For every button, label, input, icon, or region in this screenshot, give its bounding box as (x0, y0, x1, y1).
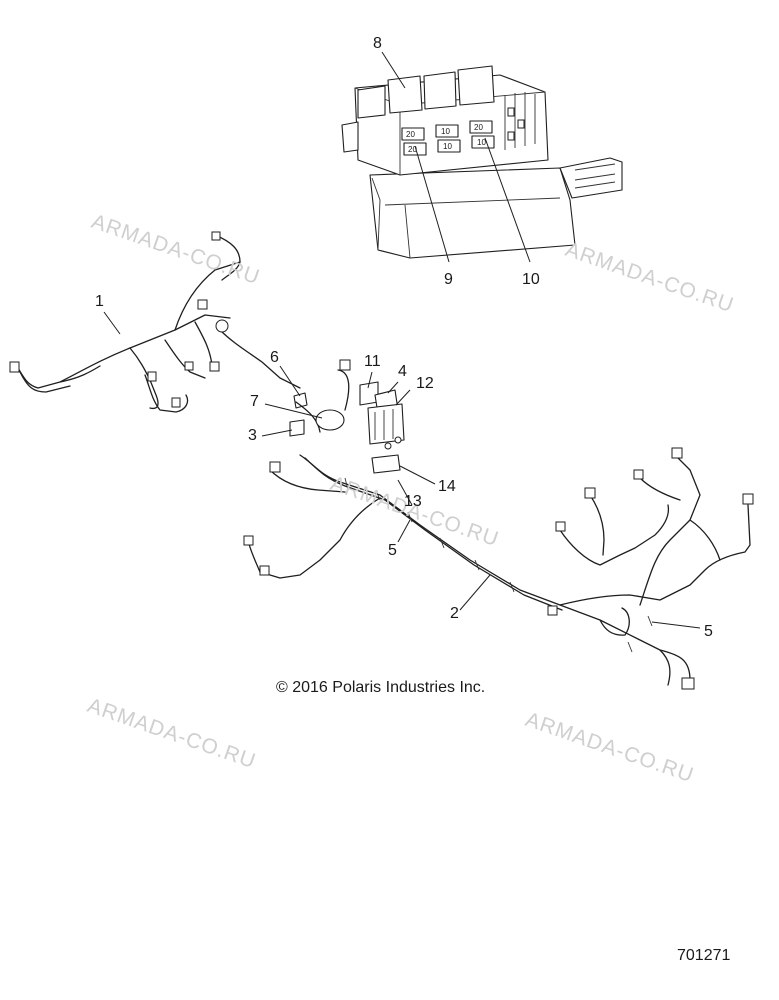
callout-13: 13 (404, 493, 422, 510)
copyright-notice: © 2016 Polaris Industries Inc. (276, 679, 486, 696)
fuse-ratings: 20 10 20 20 10 10 (406, 123, 486, 154)
figure-number: 701271 (677, 947, 731, 964)
leader-lines (103, 51, 701, 629)
small-components (289, 359, 405, 474)
harness-2 (243, 447, 754, 690)
fuse-rating: 20 (408, 145, 417, 154)
callout-7: 6 (270, 349, 279, 366)
callout-5-lower: 5 (704, 623, 713, 640)
callout-8: 8 (373, 35, 382, 52)
callout-9: 9 (444, 271, 453, 288)
fuse-rating: 20 (406, 130, 415, 139)
callout-5-upper: 5 (388, 542, 397, 559)
callout-4: 4 (398, 363, 407, 380)
fuse-rating: 20 (474, 123, 483, 132)
callout-6: 7 (250, 393, 259, 410)
callout-2: 2 (450, 605, 459, 622)
callout-10: 10 (522, 271, 540, 288)
fuse-rating: 10 (441, 127, 450, 136)
fuse-rating: 10 (477, 138, 486, 147)
callout-12: 12 (416, 375, 434, 392)
fuse-box-assembly (341, 65, 623, 259)
connector (9, 361, 20, 373)
fuse-rating: 10 (443, 142, 452, 151)
callout-1: 1 (95, 293, 104, 310)
callout-14: 14 (438, 478, 456, 495)
callout-11: 11 (364, 353, 381, 370)
callout-3: 3 (248, 427, 257, 444)
harness-1 (9, 231, 301, 413)
